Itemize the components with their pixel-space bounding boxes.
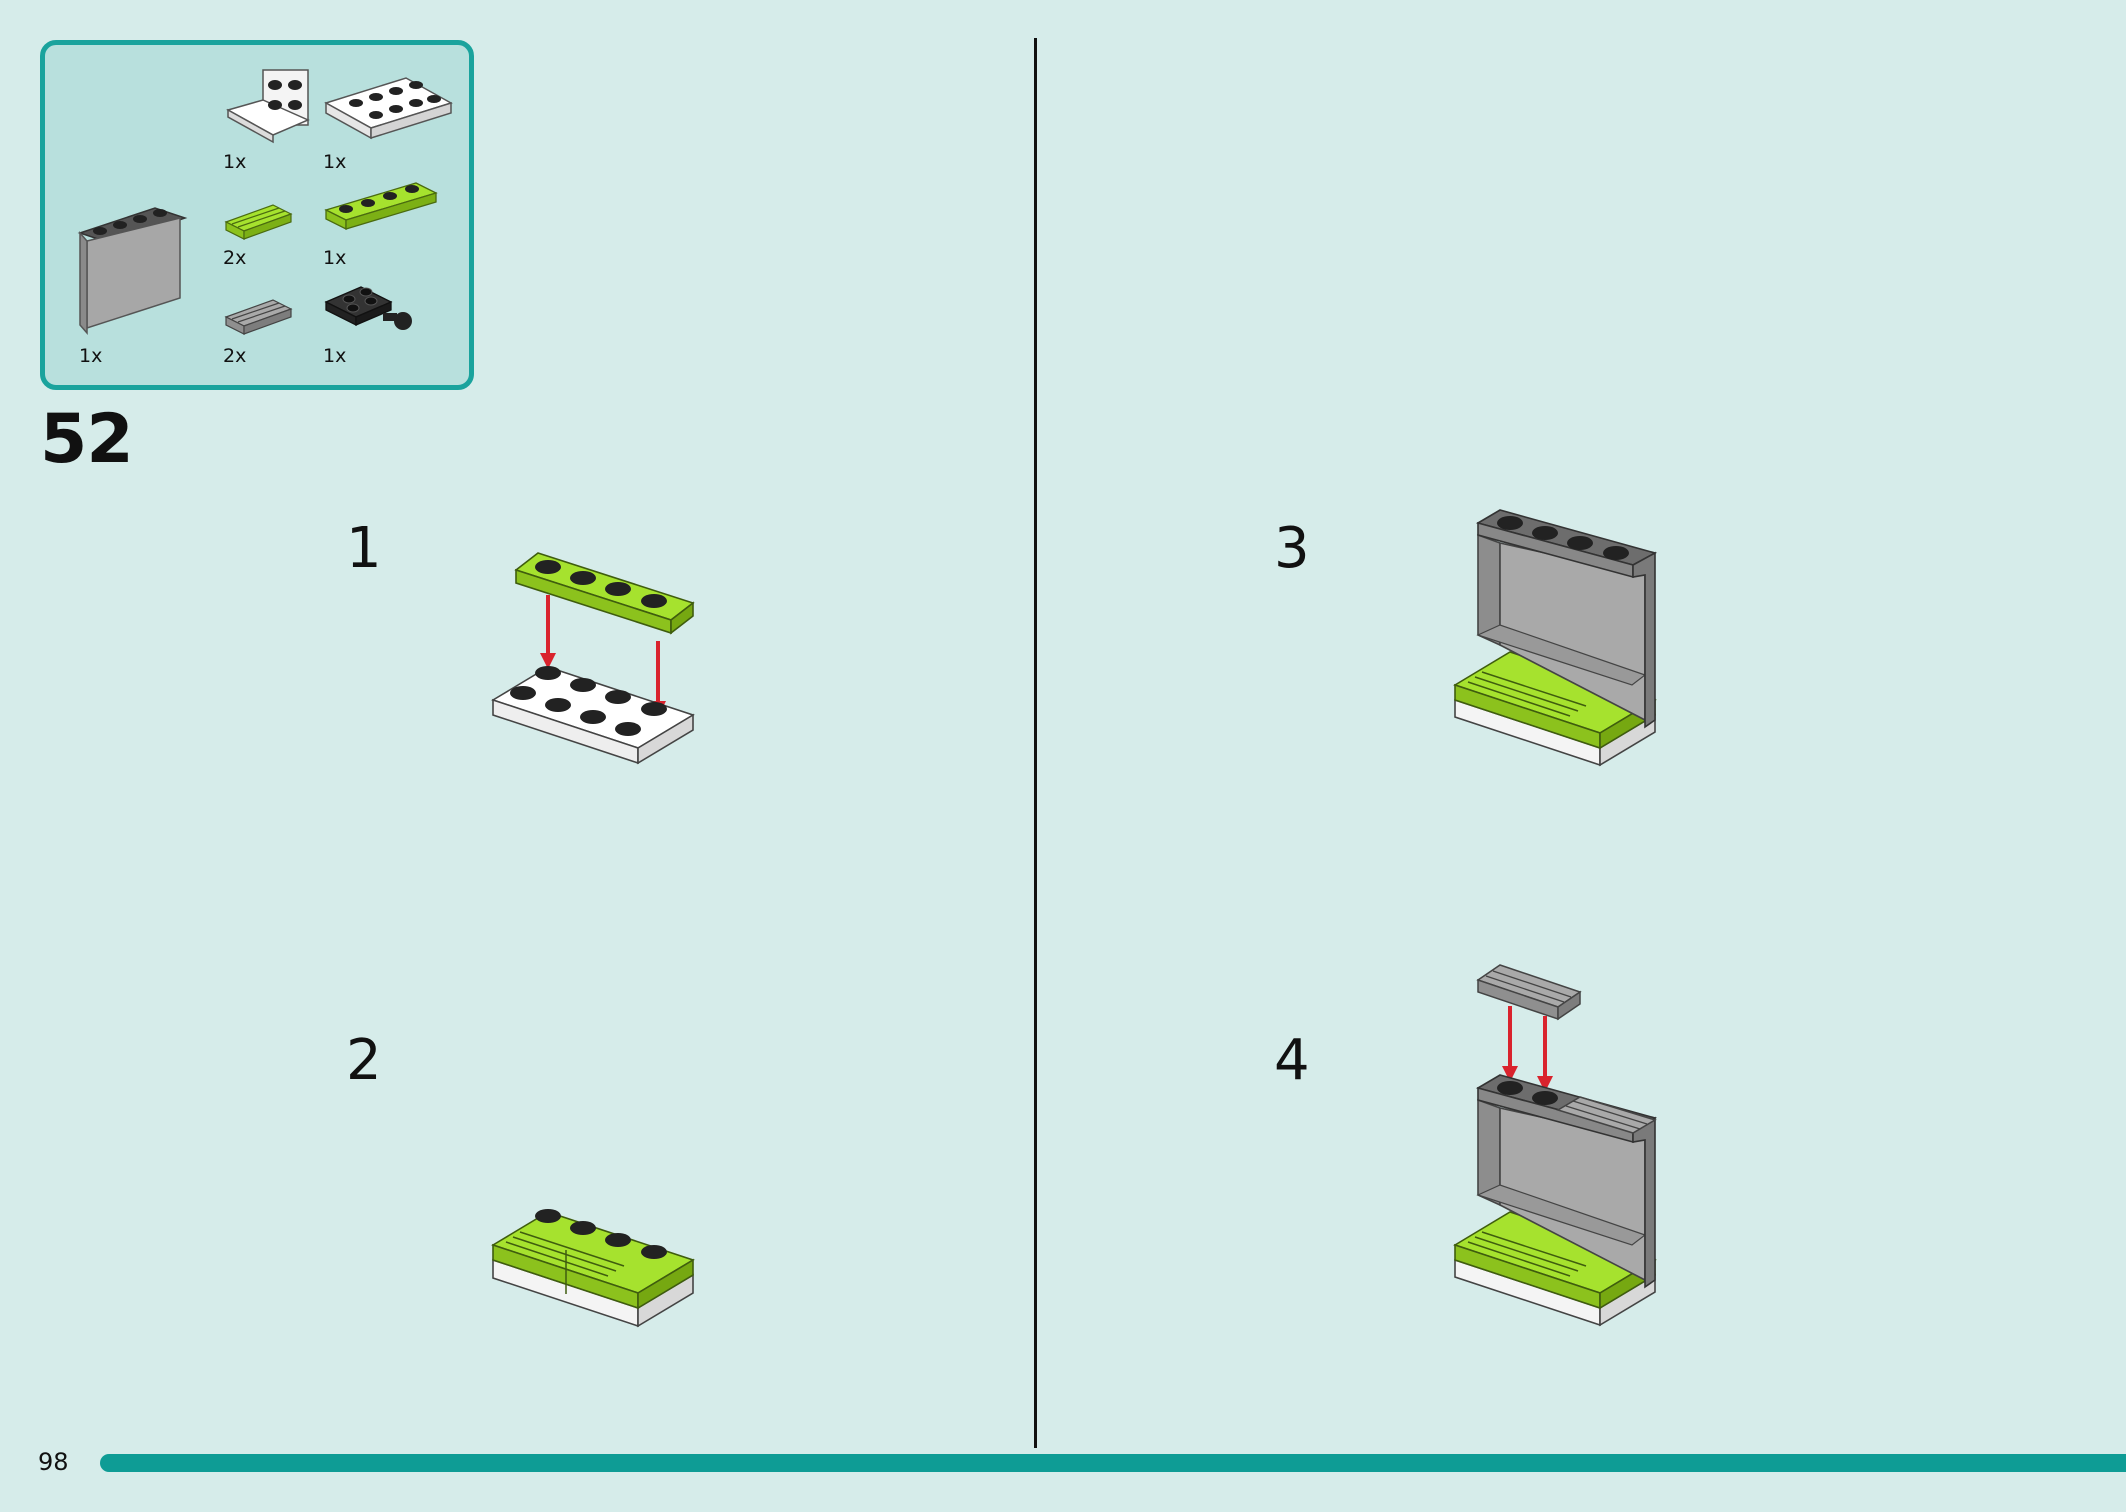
- white-plate-part: [324, 77, 453, 140]
- substep-label-2: 2: [346, 1028, 382, 1093]
- qty-label: 1x: [323, 345, 347, 367]
- lime-grille-part: [224, 204, 293, 240]
- substep-3-illustration: [1453, 509, 1658, 767]
- white-bracket-part: [226, 69, 310, 144]
- step-number: 52: [40, 400, 134, 479]
- substep-2-illustration: [491, 1209, 695, 1328]
- parts-list-box: 1x 1x 1x 2x: [40, 40, 474, 390]
- qty-label: 1x: [223, 151, 247, 173]
- page-divider: [1034, 38, 1037, 1448]
- substep-4-illustration: [1453, 964, 1658, 1327]
- substep-label-4: 4: [1274, 1028, 1310, 1093]
- gray-panel-part: [77, 207, 188, 335]
- lime-plate-part: [324, 182, 438, 231]
- substep-label-1: 1: [346, 516, 382, 581]
- black-plate-pin-part: [324, 286, 412, 330]
- qty-label: 1x: [323, 151, 347, 173]
- page-number: 98: [38, 1448, 69, 1476]
- page-progress-bar: [100, 1454, 2126, 1472]
- gray-grille-part: [224, 299, 293, 335]
- qty-label: 2x: [223, 247, 247, 269]
- qty-label: 1x: [79, 345, 103, 367]
- substep-label-3: 3: [1274, 516, 1310, 581]
- qty-label: 2x: [223, 345, 247, 367]
- substep-1-illustration: [491, 552, 695, 765]
- qty-label: 1x: [323, 247, 347, 269]
